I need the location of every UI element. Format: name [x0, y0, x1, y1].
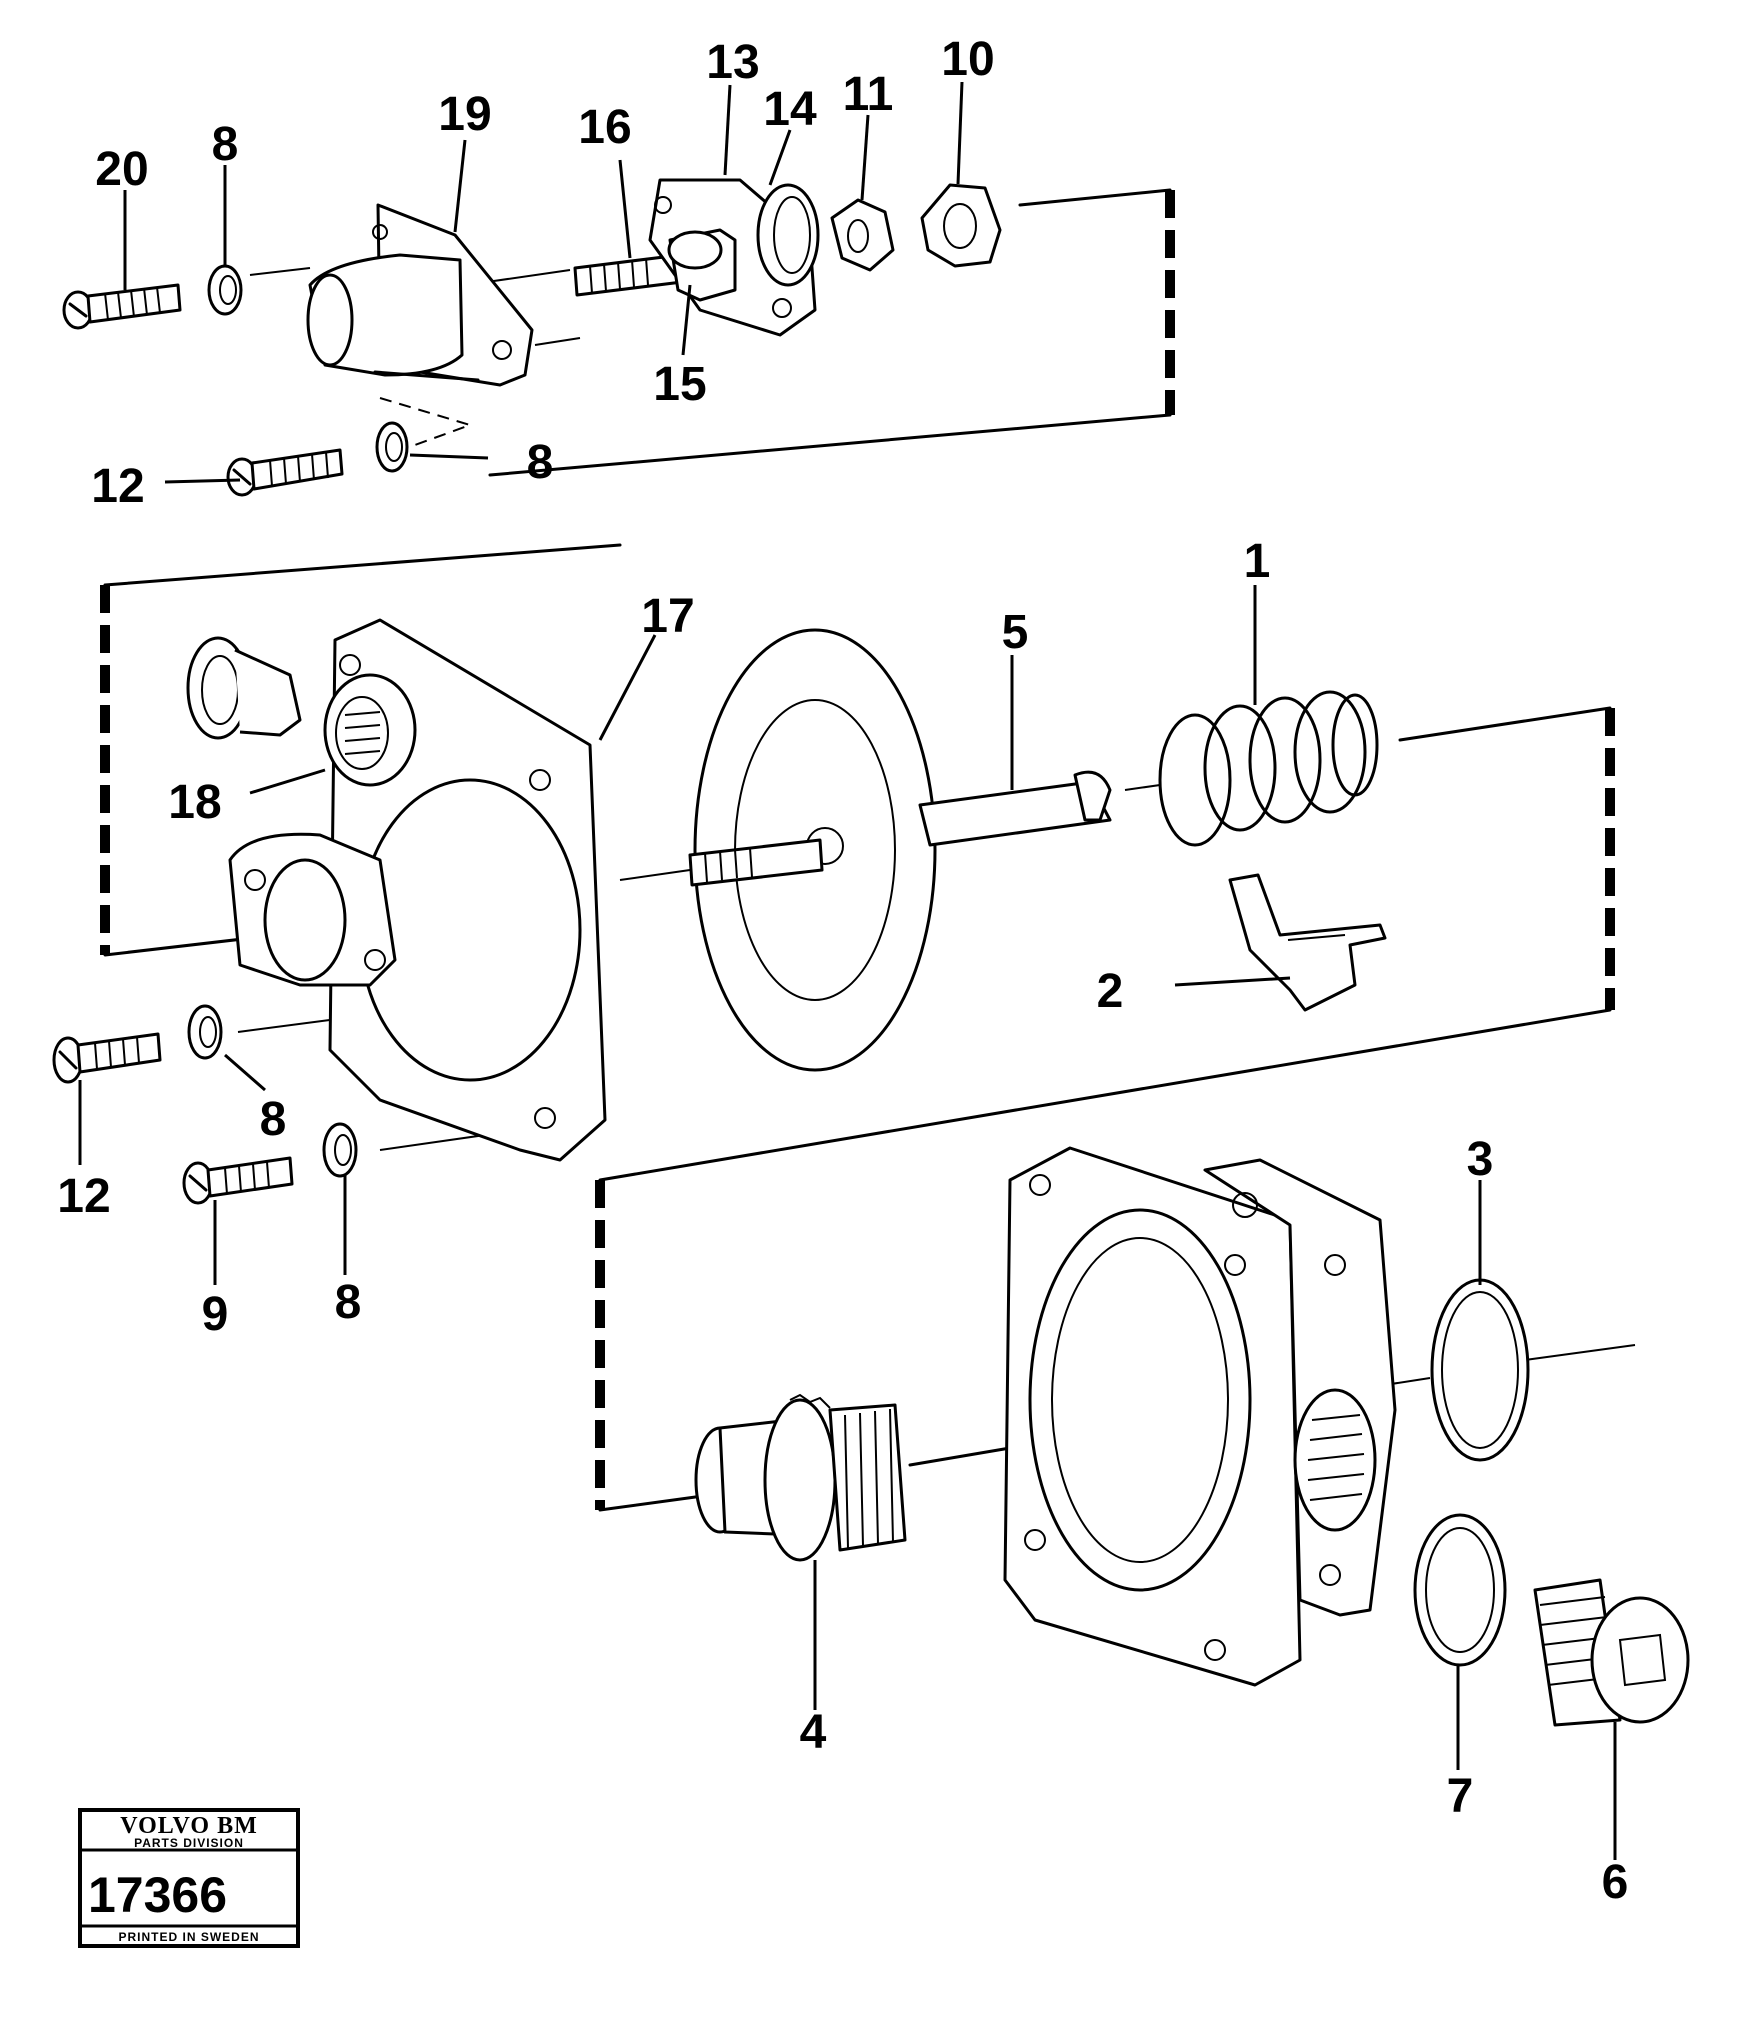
- assembly-bracket-middle: [100, 543, 1615, 1182]
- part-17-valve-body: [228, 618, 607, 1162]
- callout-14: 14: [763, 83, 817, 136]
- part-7-seal-ring: [1413, 1513, 1507, 1667]
- part-9-screw: [182, 1156, 294, 1205]
- callout-16: 16: [578, 101, 631, 154]
- part-8-lock-washer-lower: [322, 1122, 358, 1178]
- assembly-bracket-bottom: [595, 1180, 1012, 1512]
- stamp-number: 17366: [88, 1867, 227, 1923]
- callout-4: 4: [800, 1706, 827, 1759]
- part-12-screw-top: [226, 448, 344, 497]
- callout-labels: 1 2 3 4 5 6 7 8 8 8 8 9 10 11 12 12 13 1…: [57, 33, 1628, 1909]
- part-12-screw-middle: [52, 1032, 162, 1084]
- callout-12-top: 12: [91, 460, 144, 513]
- volvo-bm-stamp: VOLVO BM PARTS DIVISION 17366 PRINTED IN…: [78, 1808, 300, 1948]
- part-11-nut: [830, 198, 895, 272]
- callout-8-lower: 8: [335, 1276, 362, 1329]
- callout-6: 6: [1602, 1856, 1629, 1909]
- part-8-lock-washer-top-lower: [375, 421, 409, 473]
- stamp-division: PARTS DIVISION: [134, 1836, 244, 1850]
- part-10-flange-nut: [920, 183, 1002, 268]
- callout-5: 5: [1002, 606, 1029, 659]
- callout-3: 3: [1467, 1133, 1494, 1186]
- part-14-gasket: [756, 183, 820, 287]
- part-8-lock-washer-top: [207, 264, 243, 316]
- callout-2: 2: [1097, 965, 1124, 1018]
- callout-8-top-lower: 8: [527, 436, 554, 489]
- part-3-o-ring: [1430, 1278, 1530, 1462]
- part-18-bushing: [186, 636, 302, 740]
- part-5-diaphragm-rod: [688, 628, 1112, 1072]
- callout-9: 9: [202, 1288, 229, 1341]
- stamp-brand: VOLVO BM: [120, 1813, 258, 1839]
- callout-15: 15: [653, 358, 706, 411]
- part-20-screw: [62, 283, 182, 330]
- callout-7: 7: [1447, 1770, 1474, 1823]
- callout-10: 10: [941, 33, 994, 86]
- stamp-printed: PRINTED IN SWEDEN: [118, 1930, 259, 1944]
- part-1-spring: [1158, 690, 1379, 847]
- part-19-cylinder-housing: [306, 203, 534, 387]
- callout-12-middle: 12: [57, 1170, 110, 1223]
- callout-13: 13: [706, 36, 759, 89]
- part-4-adjusting-nut: [694, 1393, 907, 1562]
- callout-8-top: 8: [212, 118, 239, 171]
- assembly-bracket-top: [488, 188, 1175, 477]
- leader-lines: [78, 81, 1617, 1860]
- part-6-plug: [1533, 1578, 1690, 1727]
- callout-20: 20: [95, 143, 148, 196]
- callout-8-middle: 8: [260, 1093, 287, 1146]
- callout-17: 17: [641, 590, 694, 643]
- callout-18: 18: [168, 776, 221, 829]
- part-2-retaining-clip: [1228, 873, 1387, 1012]
- part-8-lock-washer-middle: [187, 1004, 223, 1060]
- callout-11: 11: [843, 68, 894, 121]
- callout-1: 1: [1244, 535, 1271, 588]
- lower-housing: [1003, 1146, 1397, 1687]
- callout-19: 19: [438, 88, 491, 141]
